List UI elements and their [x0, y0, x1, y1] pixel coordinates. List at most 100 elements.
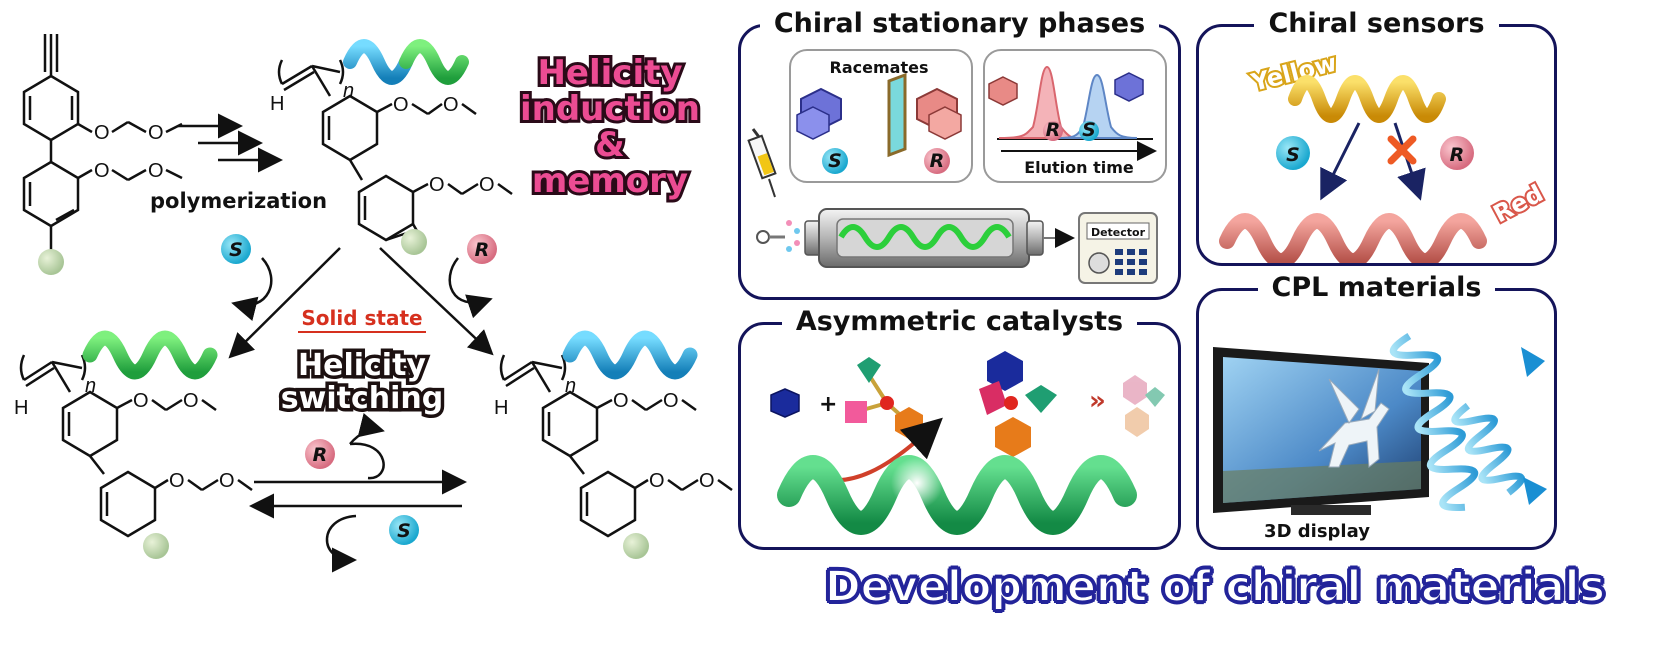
oxygen-atom: O	[429, 174, 445, 196]
chromatogram-bubble	[983, 49, 1167, 183]
r-label: R	[1450, 144, 1465, 166]
subscript-n: n	[85, 375, 96, 397]
s-label: S	[229, 239, 243, 261]
oxygen-atom: O	[479, 174, 495, 196]
s-label: S	[1286, 144, 1300, 166]
yellow-helix	[1288, 75, 1446, 123]
oxygen-atom: O	[393, 94, 409, 116]
detector-label: Detector	[1091, 226, 1146, 239]
reagent-molecule	[845, 357, 923, 439]
3d-display-label: 3D display	[1264, 521, 1370, 542]
helicity-line-1: Helicity	[537, 53, 682, 93]
detector-device	[1078, 212, 1158, 284]
racemates-label: Racemates	[830, 58, 929, 77]
active-site-glow	[891, 457, 943, 509]
cpl-arrowhead	[1523, 477, 1547, 505]
polymer-right-structure	[499, 354, 733, 538]
footer-title: Development of chiral materials	[824, 561, 1606, 613]
right-handed-helix	[562, 330, 698, 380]
helicity-line-4: memory	[532, 161, 688, 201]
helicity-induction-heading: Helicity induction & memory	[517, 50, 703, 204]
catalyst-helix	[777, 455, 1137, 535]
panel-chiral-stationary-phases: Chiral stationary phases Racemates S R	[738, 8, 1181, 300]
induction-arrows	[228, 247, 494, 359]
chrom-r-label: R	[1046, 119, 1061, 141]
chrom-s-label: S	[1082, 119, 1096, 141]
cpl-illustration: 3D display	[1213, 333, 1547, 542]
polymer-top-structure	[277, 59, 513, 242]
switching-arrows	[249, 413, 467, 573]
much-greater-sign: »	[1089, 386, 1106, 416]
oxygen-atom: O	[219, 470, 235, 492]
panel-asymmetric-catalysts: Asymmetric catalysts + »	[738, 306, 1181, 550]
switching-line-1: Helicity	[298, 348, 426, 383]
s-enantiomer-ball	[389, 515, 419, 545]
blocked-cross-icon	[1387, 135, 1417, 165]
oxygen-atom: O	[443, 94, 459, 116]
polymer-left-structure	[19, 354, 253, 538]
oxygen-atom: O	[94, 122, 110, 144]
minor-product-molecule	[1123, 375, 1165, 437]
substrate-hexagon	[770, 388, 800, 418]
oxygen-atom: O	[183, 390, 199, 412]
subscript-n: n	[565, 375, 576, 397]
r-enantiomer-molecule	[916, 87, 962, 140]
pendant-ball	[401, 229, 427, 255]
r-ball	[1440, 136, 1474, 170]
r-enantiomer-ball	[305, 439, 335, 469]
r-ball	[924, 148, 950, 174]
hplc-column	[756, 208, 1075, 268]
oxygen-atom: O	[148, 160, 164, 182]
pendant-ball	[623, 533, 649, 559]
oxygen-atom: O	[663, 390, 679, 412]
oxygen-atom: O	[649, 470, 665, 492]
solid-state-label: Solid state	[301, 306, 422, 330]
oxygen-atom: O	[699, 470, 715, 492]
r-label: R	[313, 444, 328, 466]
panel-chiral-sensors: Chiral sensors Yellow S R Red	[1196, 8, 1557, 266]
hydrogen-atom: H	[270, 93, 284, 115]
red-helix	[1219, 213, 1487, 263]
hydrogen-atom: H	[494, 397, 508, 419]
s-binding-arrow	[1320, 122, 1361, 201]
polymerization-arrows	[178, 113, 283, 173]
pendant-ball	[38, 249, 64, 275]
chiral-mirror	[887, 72, 907, 158]
subscript-n: n	[343, 80, 354, 102]
catalyst-illustration: + »	[770, 351, 1165, 535]
chromatogram	[988, 65, 1153, 141]
r-enantiomer-ball	[467, 234, 497, 264]
product-molecule	[979, 351, 1057, 457]
oxygen-atom: O	[148, 122, 164, 144]
hydrogen-atom: H	[14, 397, 28, 419]
syringe-icon	[747, 128, 777, 198]
s-ball	[822, 148, 848, 174]
sensor-illustration: Yellow S R Red	[1219, 47, 1550, 263]
oxygen-atom: O	[613, 390, 629, 412]
switching-line-2: switching	[281, 381, 443, 416]
panel-cpl-materials: CPL materials 3D display	[1196, 272, 1557, 550]
tv-monitor	[1213, 347, 1429, 515]
cpl-beam-upper	[1389, 333, 1479, 512]
cpl-arrowhead	[1521, 347, 1545, 377]
r-label: R	[930, 150, 945, 172]
s-enantiomer-molecule	[796, 87, 842, 140]
plus-sign: +	[819, 392, 837, 417]
polymerization-label: polymerization	[150, 189, 327, 213]
cpl-beam-lower	[1451, 402, 1525, 496]
oxygen-atom: O	[94, 160, 110, 182]
s-label: S	[828, 150, 842, 172]
s-ball	[1276, 136, 1310, 170]
elution-time-label: Elution time	[1024, 158, 1134, 177]
racemic-helix	[343, 39, 469, 85]
csp-illustration: Racemates S R R S Elution time	[747, 58, 1158, 284]
pendant-ball	[143, 533, 169, 559]
oxygen-atom: O	[169, 470, 185, 492]
red-label: Red	[1489, 179, 1548, 228]
oxygen-atom: O	[133, 390, 149, 412]
left-handed-helix	[82, 330, 218, 380]
s-enantiomer-ball	[221, 234, 251, 264]
monomer-structure	[22, 34, 183, 250]
helicity-line-3: &	[595, 125, 625, 165]
